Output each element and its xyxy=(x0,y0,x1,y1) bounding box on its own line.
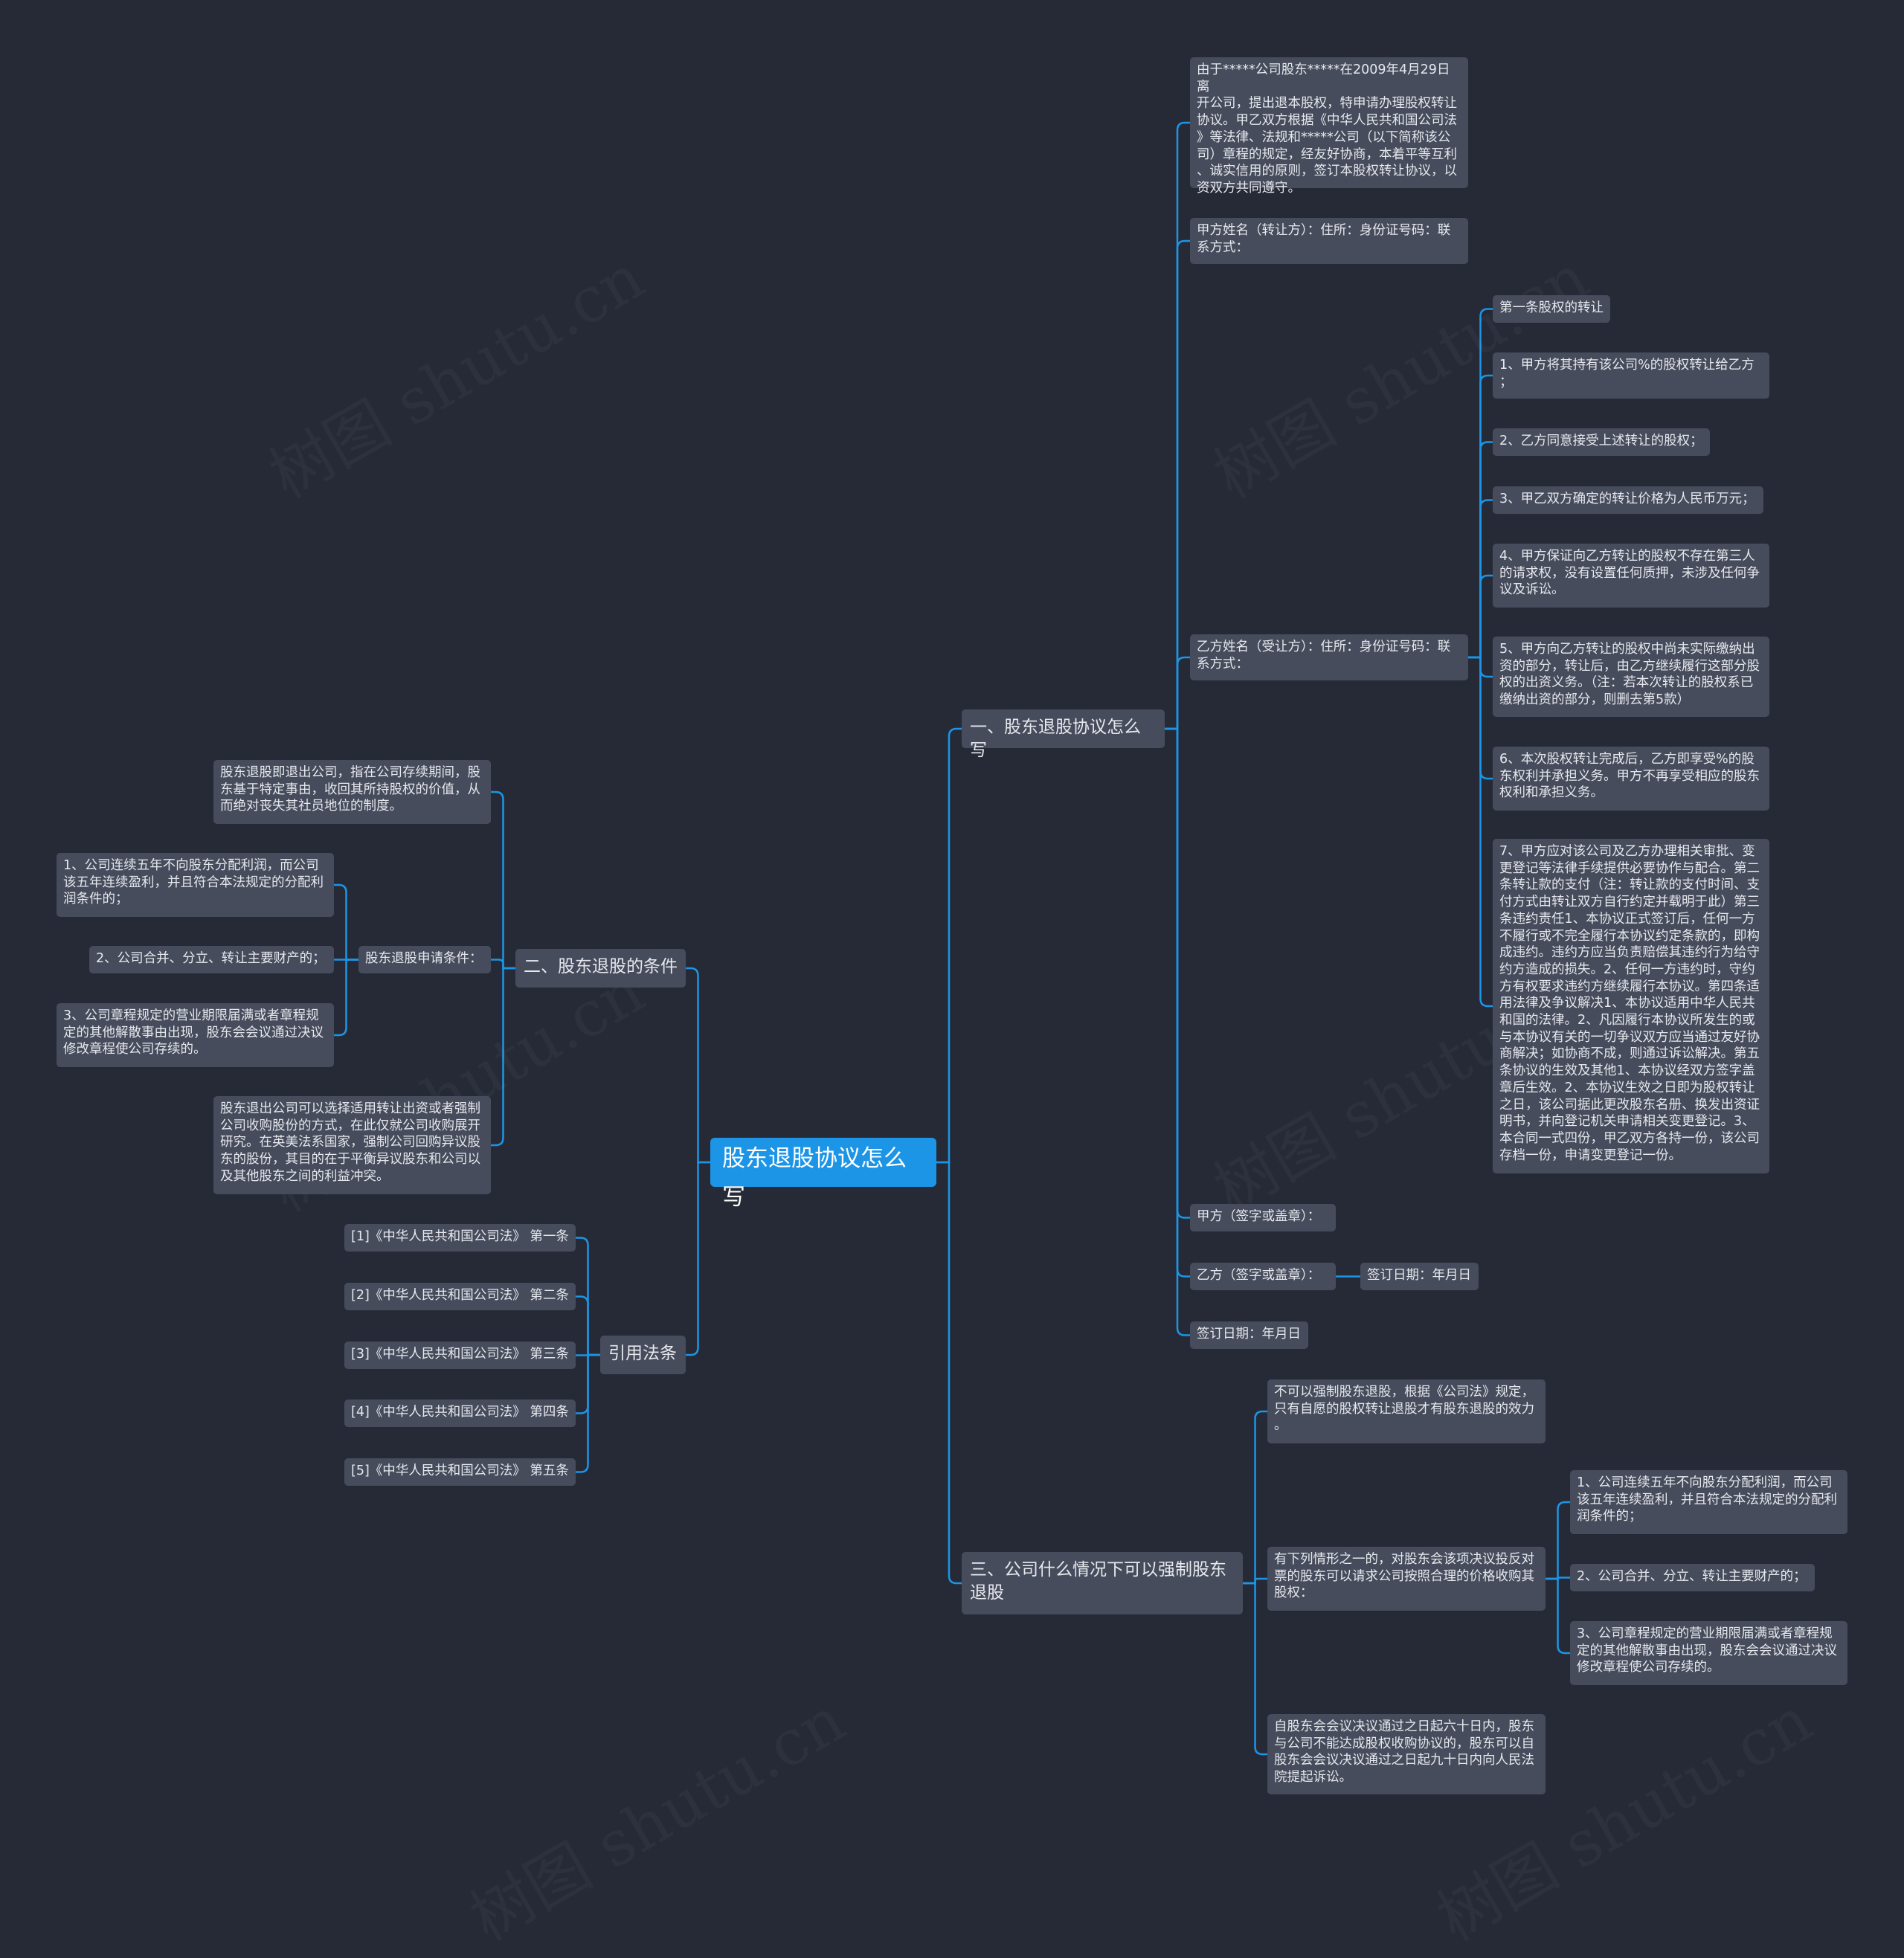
signing-date[interactable]: 签订日期：年月日 xyxy=(1360,1263,1479,1290)
connector-line xyxy=(491,967,515,1147)
connector-lines xyxy=(334,121,1570,1756)
connector-line xyxy=(1165,121,1190,730)
law-citation[interactable]: [1]《中华人民共和国公司法》 第一条 xyxy=(344,1224,576,1252)
term-item[interactable]: 4、甲方保证向乙方转让的股权不存在第三人 的请求权，没有设置任何质押，未涉及任何… xyxy=(1493,544,1769,608)
branch-write-agreement[interactable]: 一、股东退股协议怎么写 xyxy=(962,709,1165,760)
connector-line xyxy=(576,1295,600,1356)
connector-line xyxy=(334,883,358,961)
connector-line xyxy=(1165,239,1190,730)
connector-line xyxy=(1468,308,1493,659)
situation-item[interactable]: 1、公司连续五年不向股东分配利润，而公司 该五年连续盈利，并且符合本法规定的分配… xyxy=(1570,1470,1847,1534)
term-item[interactable]: 6、本次股权转让完成后，乙方即享受%的股 东权利并承担义务。甲方不再享受相应的股… xyxy=(1493,747,1769,811)
party-a-info[interactable]: 甲方姓名（转让方）：住所：身份证号码：联 系方式： xyxy=(1190,218,1468,264)
connector-line xyxy=(686,1161,710,1356)
term-item[interactable]: 1、甲方将其持有该公司%的股权转让给乙方 ； xyxy=(1493,352,1769,399)
condition-item[interactable]: 3、公司章程规定的营业期限届满或者章程规 定的其他解散事由出现，股东会会议通过决… xyxy=(57,1003,334,1067)
connector-line xyxy=(686,967,710,1164)
connector-line xyxy=(576,1353,600,1473)
connector-line xyxy=(1165,727,1190,1336)
term-item[interactable]: 第一条股权的转让 xyxy=(1493,295,1610,323)
connector-line xyxy=(1468,441,1493,659)
connector-line xyxy=(1243,1582,1267,1756)
situation-item[interactable]: 3、公司章程规定的营业期限届满或者章程规 定的其他解散事由出现，股东会会议通过决… xyxy=(1570,1621,1847,1685)
withdrawal-methods[interactable]: 股东退出公司可以选择适用转让出资或者强制 公司收购股份的方式，在此仅就公司收购展… xyxy=(213,1096,491,1194)
condition-item[interactable]: 2、公司合并、分立、转让主要财产的； xyxy=(89,946,334,973)
connector-line xyxy=(1546,1577,1570,1655)
repurchase-situations-label[interactable]: 有下列情形之一的，对股东会该项决议投反对 票的股东可以请求公司按照合理的价格收购… xyxy=(1267,1547,1546,1611)
branch-cited-laws[interactable]: 引用法条 xyxy=(600,1336,686,1374)
connector-line xyxy=(1468,574,1493,659)
root-topic[interactable]: 股东退股协议怎么写 xyxy=(710,1138,936,1211)
connector-line xyxy=(1165,656,1190,730)
connector-line xyxy=(1468,374,1493,659)
term-item[interactable]: 2、乙方同意接受上述转让的股权； xyxy=(1493,428,1710,456)
agreement-intro[interactable]: 由于*****公司股东*****在2009年4月29日离 开公司，提出退本股权，… xyxy=(1190,57,1468,196)
connector-line xyxy=(1546,1501,1570,1580)
condition-item[interactable]: 1、公司连续五年不向股东分配利润，而公司 该五年连续盈利，并且符合本法规定的分配… xyxy=(57,853,334,917)
term-item[interactable]: 7、甲方应对该公司及乙方办理相关审批、变 更登记等法律手续提供必要协作与配合。第… xyxy=(1493,839,1769,1173)
party-b-signature[interactable]: 乙方（签字或盖章）： xyxy=(1190,1263,1336,1290)
branch-forced-withdrawal[interactable]: 三、公司什么情况下可以强制股东 退股 xyxy=(962,1552,1243,1614)
connector-line xyxy=(1468,499,1493,659)
law-citation[interactable]: [4]《中华人民共和国公司法》 第四条 xyxy=(344,1400,576,1427)
party-a-signature[interactable]: 甲方（签字或盖章）： xyxy=(1190,1204,1336,1231)
application-conditions-label[interactable]: 股东退股申请条件： xyxy=(358,946,491,973)
signing-date[interactable]: 签订日期：年月日 xyxy=(1190,1321,1308,1349)
connector-line xyxy=(491,790,515,970)
connector-line xyxy=(1468,656,1493,1008)
party-b-info[interactable]: 乙方姓名（受让方）：住所：身份证号码：联 系方式： xyxy=(1190,634,1468,680)
lawsuit-deadline[interactable]: 自股东会会议决议通过之日起六十日内，股东 与公司不能达成股权收购协议的，股东可以… xyxy=(1267,1714,1546,1794)
term-item[interactable]: 3、甲乙双方确定的转让价格为人民币万元； xyxy=(1493,486,1763,514)
law-citation[interactable]: [5]《中华人民共和国公司法》 第五条 xyxy=(344,1458,576,1486)
connector-line xyxy=(936,1161,962,1585)
connector-line xyxy=(334,959,358,1037)
connector-line xyxy=(1243,1577,1267,1585)
withdrawal-definition[interactable]: 股东退股即退出公司，指在公司存续期间，股 东基于特定事由，收回其所持股权的价值，… xyxy=(213,760,491,824)
connector-line xyxy=(576,1237,600,1356)
mind-map-canvas: 树图 shutu.cn 树图 shutu.cn 树图 shutu.cn 树图 s… xyxy=(57,57,1847,1794)
connector-line xyxy=(1243,1410,1267,1585)
law-citation[interactable]: [2]《中华人民共和国公司法》 第二条 xyxy=(344,1283,576,1310)
law-citation[interactable]: [3]《中华人民共和国公司法》 第三条 xyxy=(344,1342,576,1369)
forced-withdrawal-notice[interactable]: 不可以强制股东退股，根据《公司法》规定， 只有自愿的股权转让退股才有股东退股的效… xyxy=(1267,1379,1546,1443)
connector-line xyxy=(491,959,515,970)
connector-line xyxy=(936,727,962,1164)
branch-withdrawal-conditions[interactable]: 二、股东退股的条件 xyxy=(515,949,686,988)
term-item[interactable]: 5、甲方向乙方转让的股权中尚未实际缴纳出 资的部分，转让后，由乙方继续履行这部分… xyxy=(1493,637,1769,717)
situation-item[interactable]: 2、公司合并、分立、转让主要财产的； xyxy=(1570,1564,1815,1591)
